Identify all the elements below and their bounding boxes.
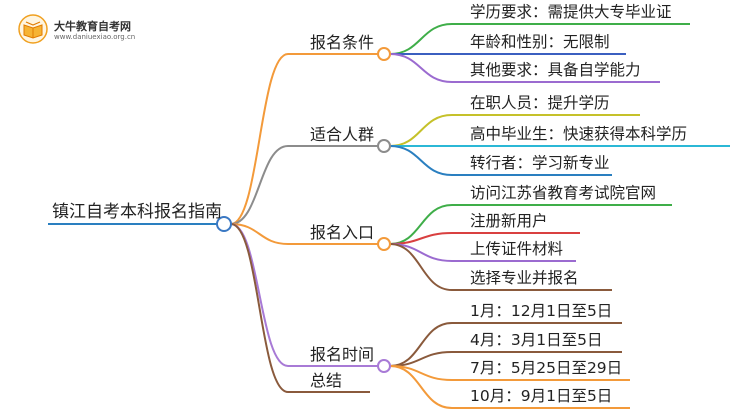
edge-root-entry — [230, 223, 289, 245]
logo-title: 大牛教育自考网 — [54, 20, 131, 33]
branch-summary[interactable]: 总结 — [310, 371, 343, 390]
leaf-entry-2[interactable]: 注册新用户 — [470, 212, 548, 230]
leaf-conditions-1[interactable]: 学历要求：需提供大专毕业证 — [470, 3, 672, 21]
edge-audience-3 — [389, 145, 453, 176]
leaf-time-2[interactable]: 4月：3月1日至5日 — [470, 331, 603, 349]
logo-url: www.daniuexiao.org.cn — [54, 33, 136, 41]
edge-root-conditions — [230, 53, 289, 225]
leaf-audience-2[interactable]: 高中毕业生：快速获得本科学历 — [470, 125, 688, 143]
mindmap-edges — [230, 23, 453, 409]
open-book-icon — [18, 14, 48, 44]
edge-root-summary — [230, 223, 289, 393]
edge-entry-4 — [389, 243, 453, 291]
leaf-audience-3[interactable]: 转行者：学习新专业 — [470, 154, 610, 172]
edge-audience-1 — [389, 114, 453, 147]
leaf-conditions-3[interactable]: 其他要求：具备自学能力 — [470, 61, 641, 79]
node-circle-conditions — [377, 47, 391, 61]
leaf-conditions-2[interactable]: 年龄和性别：无限制 — [470, 33, 610, 51]
edge-time-4 — [389, 365, 453, 409]
edge-conditions-1 — [389, 23, 453, 55]
root-topic[interactable]: 镇江自考本科报名指南 — [52, 202, 222, 222]
edge-time-1 — [389, 322, 453, 367]
leaf-time-1[interactable]: 1月：12月1日至5日 — [470, 302, 613, 320]
branch-audience[interactable]: 适合人群 — [310, 125, 375, 144]
node-circle-entry — [377, 237, 391, 251]
site-logo: 大牛教育自考网 www.daniuexiao.org.cn — [18, 14, 138, 48]
leaf-time-3[interactable]: 7月：5月25日至29日 — [470, 359, 623, 377]
node-circle-audience — [377, 139, 391, 153]
edge-root-time — [230, 223, 289, 367]
node-circle-time — [377, 359, 391, 373]
branch-time[interactable]: 报名时间 — [310, 345, 375, 364]
mindmap-nodes — [216, 47, 391, 373]
leaf-audience-1[interactable]: 在职人员：提升学历 — [470, 94, 610, 112]
leaf-entry-3[interactable]: 上传证件材料 — [470, 240, 564, 258]
leaf-entry-4[interactable]: 选择专业并报名 — [470, 269, 579, 287]
root-node-circle — [216, 216, 232, 232]
leaf-entry-1[interactable]: 访问江苏省教育考试院官网 — [470, 184, 657, 202]
edge-conditions-3 — [389, 53, 453, 83]
edge-root-audience — [230, 145, 289, 225]
branch-conditions[interactable]: 报名条件 — [310, 33, 375, 52]
branch-entry[interactable]: 报名入口 — [310, 223, 375, 242]
leaf-time-4[interactable]: 10月：9月1日至5日 — [470, 387, 613, 405]
mindmap-underlines — [48, 23, 730, 409]
